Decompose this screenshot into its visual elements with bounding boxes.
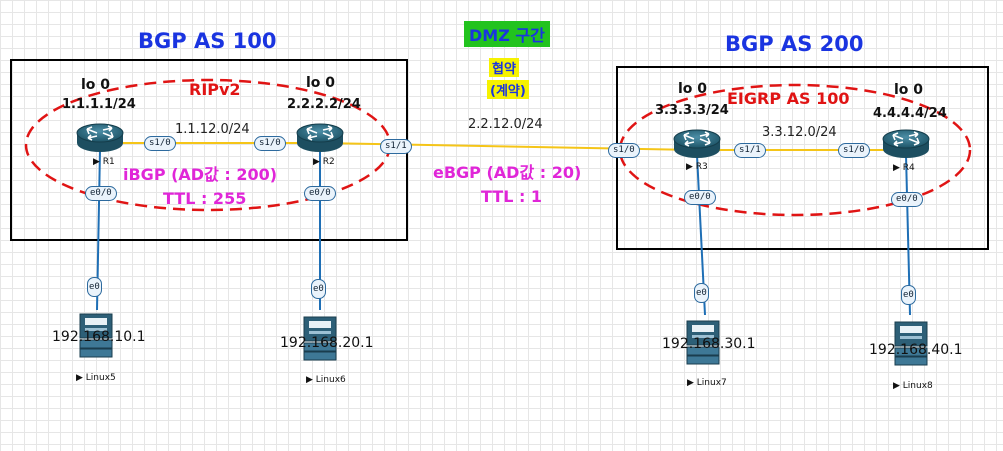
router-r2-icon[interactable] [296,123,344,153]
linux6-name-label: ▶ Linux6 [306,375,346,385]
dmz-title: DMZ 구간 [464,21,550,47]
as200-title: BGP AS 200 [725,32,864,56]
ripv2-label: RIPv2 [189,80,241,99]
r4-loopback-label: lo 0 [894,82,924,98]
r2-loopback-ip: 2.2.2.2/24 [287,97,361,112]
r4-s1-0-port[interactable]: s1/0 [838,143,870,158]
ebgp-ttl-label: TTL : 1 [481,187,543,206]
ebgp-ad-label: eBGP (AD값 : 20) [433,163,582,182]
r4-name-label: ▶ R4 [893,163,915,173]
eigrp-domain-ellipse [618,83,972,217]
r1-r2-network-label: 1.1.12.0/24 [175,122,250,137]
linux7-e0-port[interactable]: e0 [694,283,709,303]
r1-name-label: ▶ R1 [93,157,115,167]
linux7-name-label: ▶ Linux7 [687,378,727,388]
router-r4-icon[interactable] [882,129,930,159]
r1-e0-0-port[interactable]: e0/0 [85,186,117,201]
router-r1-icon[interactable] [76,123,124,153]
contract-label: (계약) [487,80,529,99]
r1-loopback-ip: 1.1.1.1/24 [62,97,136,112]
linux5-e0-port[interactable]: e0 [87,277,102,297]
r2-s1-0-port[interactable]: s1/0 [254,136,286,151]
linux5-ip-label: 192.168.10.1 [52,329,146,345]
ibgp-ad-label: iBGP (AD값 : 200) [123,165,278,184]
r3-name-label: ▶ R3 [686,162,708,172]
r3-loopback-ip: 3.3.3.3/24 [655,103,729,118]
r1-loopback-label: lo 0 [81,77,111,93]
r4-e0-0-port[interactable]: e0/0 [891,192,923,207]
as100-title: BGP AS 100 [138,29,277,53]
linux5-name-label: ▶ Linux5 [76,373,116,383]
linux8-e0-port[interactable]: e0 [901,285,916,305]
as200-box [616,66,989,250]
router-r3-icon[interactable] [673,129,721,159]
r3-s1-1-port[interactable]: s1/1 [734,143,766,158]
ibgp-ttl-label: TTL : 255 [163,189,247,208]
r3-r4-network-label: 3.3.12.0/24 [762,125,837,140]
r2-r3-link [319,142,698,151]
r2-name-label: ▶ R2 [313,157,335,167]
linux7-ip-label: 192.168.30.1 [662,336,756,352]
eigrp-label: EIGRP AS 100 [727,89,850,108]
r2-e0-0-port[interactable]: e0/0 [304,186,336,201]
linux8-name-label: ▶ Linux8 [893,381,933,391]
linux6-ip-label: 192.168.20.1 [280,335,374,351]
r2-s1-1-port[interactable]: s1/1 [380,139,412,154]
r3-e0-0-port[interactable]: e0/0 [684,190,716,205]
linux8-ip-label: 192.168.40.1 [869,342,963,358]
r3-loopback-label: lo 0 [678,81,708,97]
linux6-e0-port[interactable]: e0 [311,279,326,299]
r3-s1-0-port[interactable]: s1/0 [608,143,640,158]
r4-loopback-ip: 4.4.4.4/24 [873,106,947,121]
agreement-label: 협약 [489,58,519,77]
dmz-network-label: 2.2.12.0/24 [468,117,543,132]
r1-s1-0-port[interactable]: s1/0 [144,136,176,151]
r2-loopback-label: lo 0 [306,75,336,91]
